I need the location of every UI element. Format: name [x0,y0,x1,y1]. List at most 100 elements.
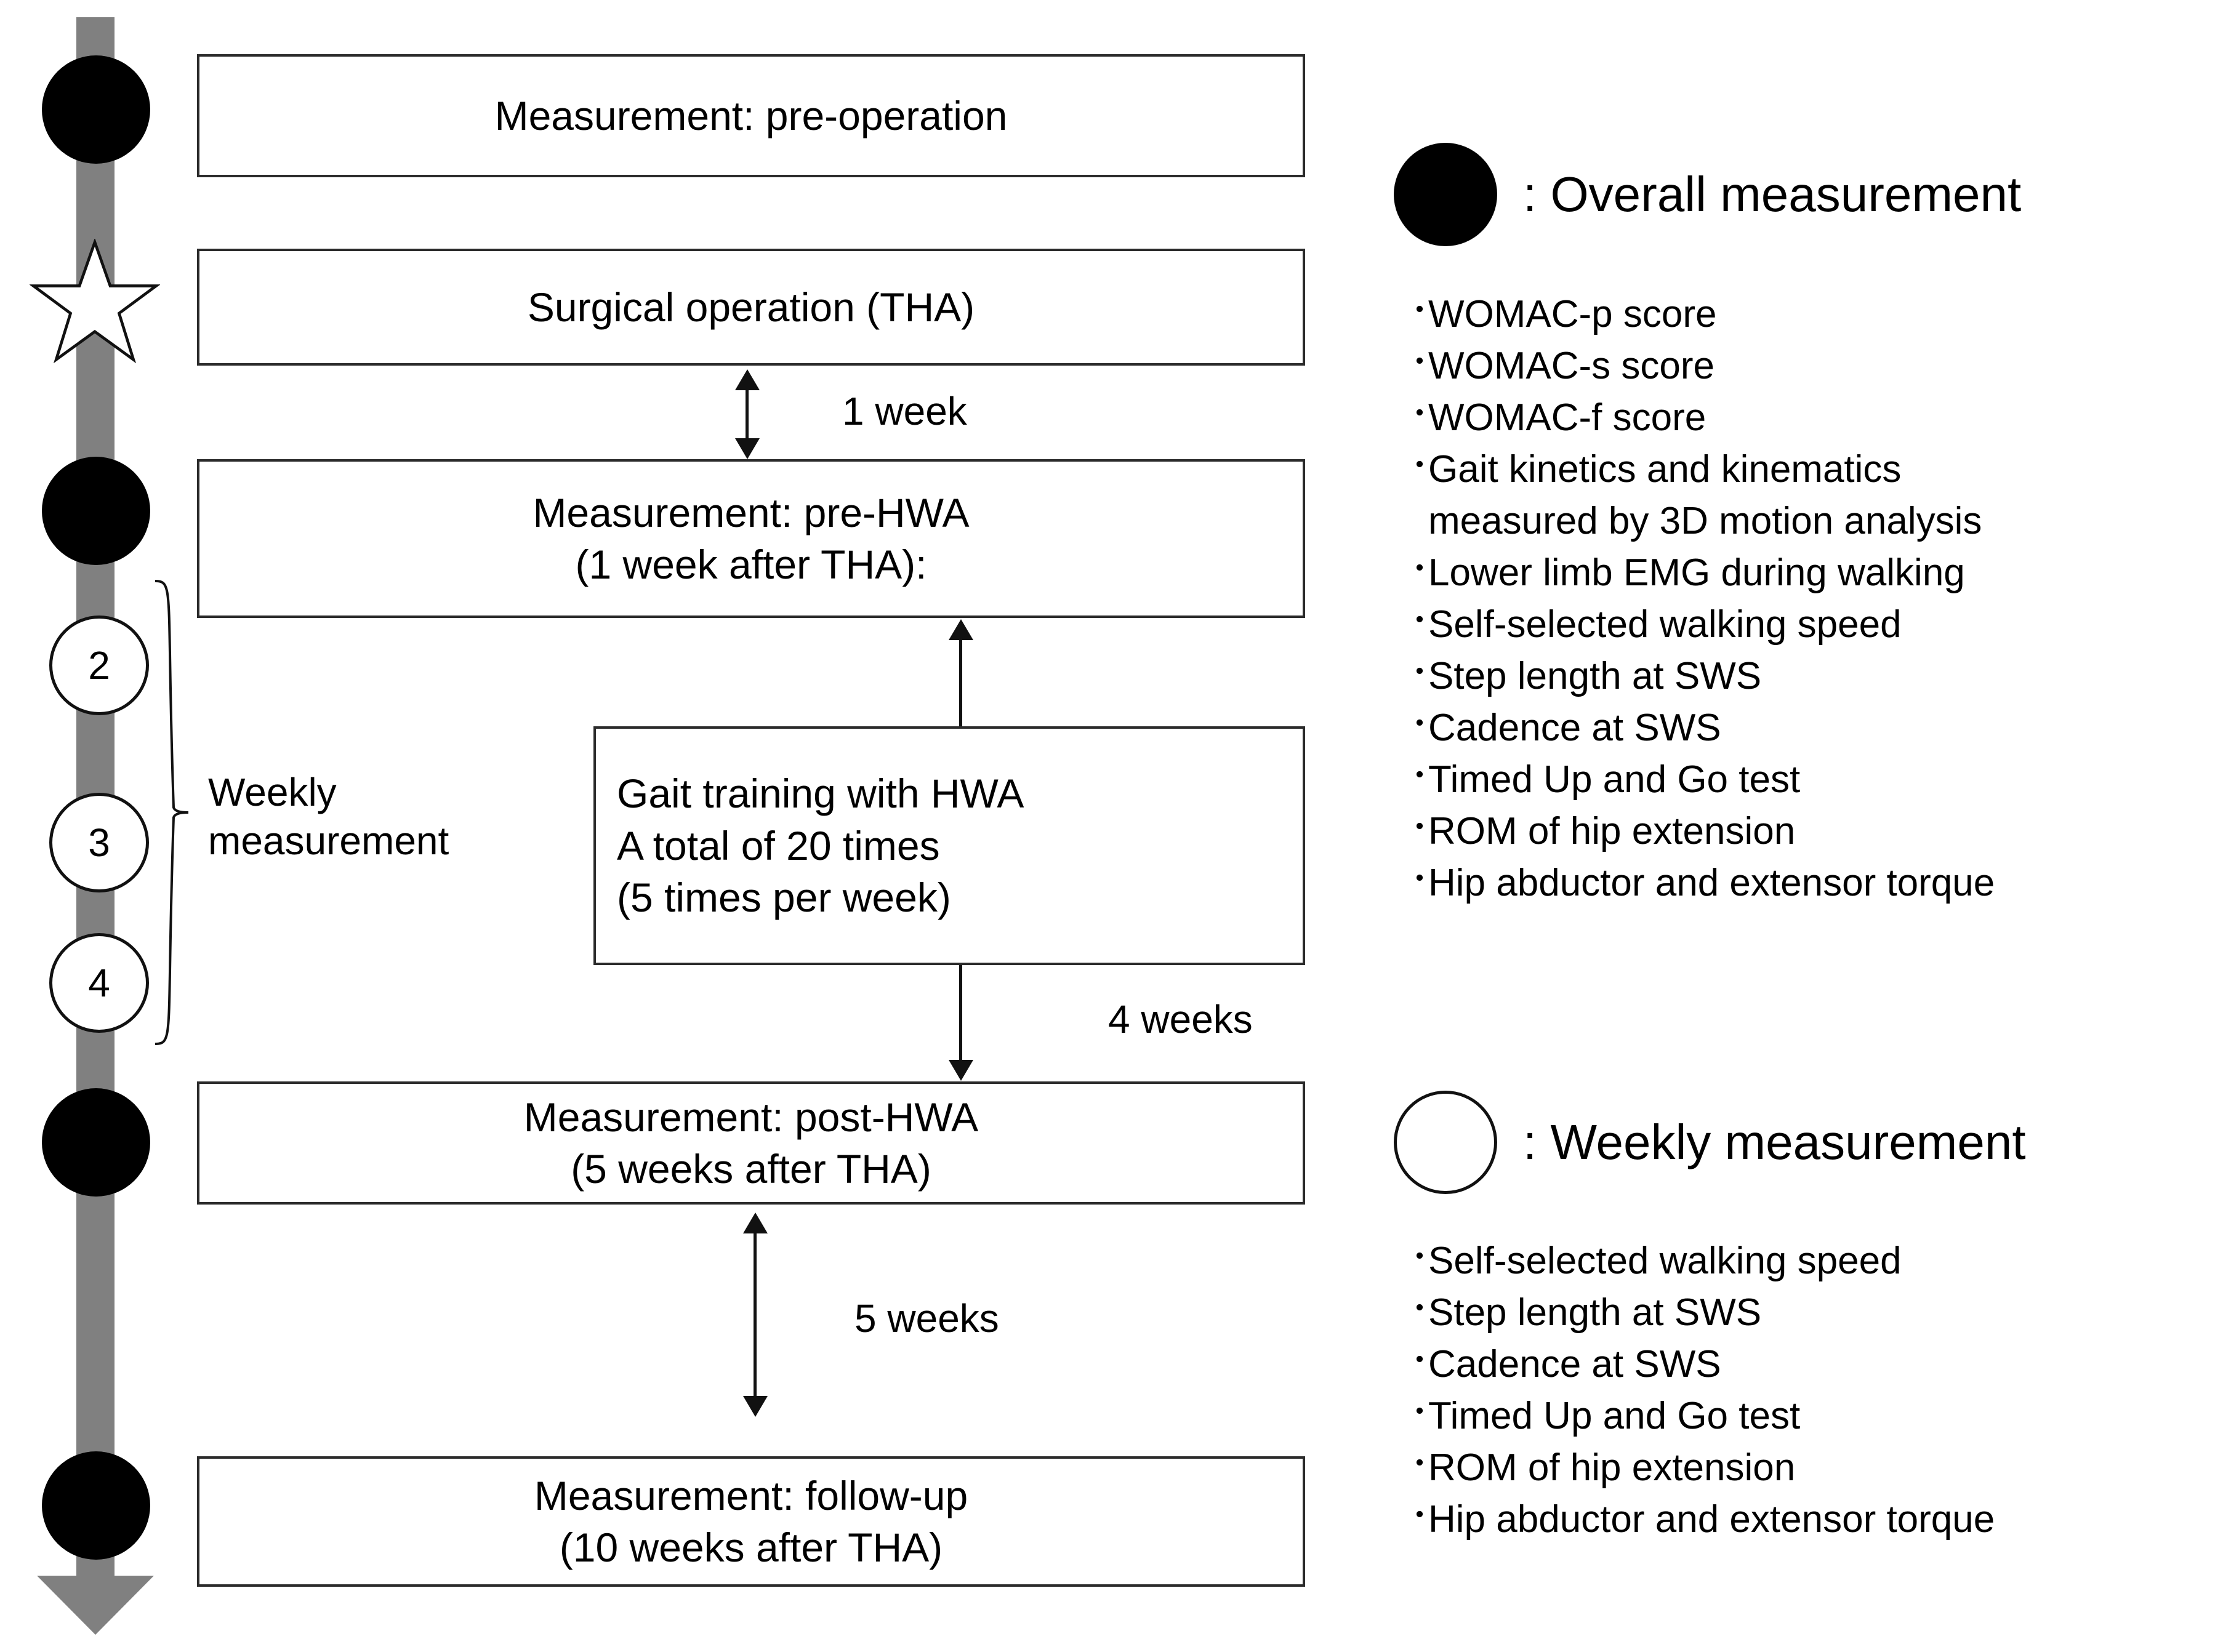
box-gait-training: Gait training with HWA A total of 20 tim… [593,726,1305,965]
legend-weekly-list: ・ Self-selected walking speed ・ Step len… [1405,1240,1995,1552]
box-gait-training-line3: (5 times per week) [617,875,951,921]
list-item: ・ Hip abductor and extensor torque [1405,1498,1995,1541]
timeline-node-weekly-2-label: 2 [88,643,110,688]
box-measurement-pre-hwa: Measurement: pre-HWA (1 week after THA): [197,459,1305,618]
legend-overall-item-6: Self-selected walking speed [1428,603,1902,646]
legend-overall-list: ・ WOMAC-p score ・ WOMAC-s score ・ WOMAC-… [1405,295,1995,916]
box-measurement-follow-up-line1: Measurement: follow-up [534,1472,968,1518]
one-week-label: 1 week [842,389,967,433]
legend-overall-item-11: Hip abductor and extensor torque [1428,862,1995,904]
legend-overall-filled-circle-icon [1394,143,1497,246]
list-item: ・ Hip abductor and extensor torque [1405,864,1995,902]
bullet-icon: ・ [1405,1499,1435,1532]
legend-overall-item-9: Timed Up and Go test [1428,758,1801,801]
four-weeks-arrow-head-icon [949,1060,973,1081]
list-item: ・ Gait kinetics and kinematics [1405,448,1995,491]
gait-training-to-pre-hwa-line [959,635,962,729]
bullet-icon: ・ [1405,604,1435,637]
legend-overall-item-7: Step length at SWS [1428,655,1762,697]
legend-weekly-open-circle-icon [1394,1091,1497,1194]
list-item: ・ Timed Up and Go test [1405,758,1995,801]
bullet-icon: ・ [1405,760,1435,792]
list-item: ・ Self-selected walking speed [1405,603,1995,646]
bullet-icon: ・ [1405,1448,1435,1480]
bullet-icon: ・ [1405,294,1435,327]
box-surgical-operation-line1: Surgical operation (THA) [527,284,975,330]
weekly-measurement-bracket-label: Weekly measurement [208,768,467,866]
bullet-icon: ・ [1405,449,1435,482]
five-weeks-connector-line [754,1229,757,1413]
list-item: ・ WOMAC-f score [1405,396,1995,439]
bullet-icon: ・ [1405,811,1435,844]
bullet-icon: ・ [1405,708,1435,740]
legend-overall-item-2: WOMAC-f score [1428,396,1706,439]
list-item: ・ Step length at SWS [1405,657,1995,696]
timeline-node-weekly-2: 2 [49,615,149,715]
five-weeks-label: 5 weeks [854,1296,999,1341]
bullet-icon: ・ [1405,656,1435,689]
box-gait-training-line1: Gait training with HWA [617,771,1024,817]
timeline-node-overall-follow-up [42,1451,150,1560]
legend-weekly-item-2: Cadence at SWS [1428,1343,1721,1385]
legend-weekly-item-0: Self-selected walking speed [1428,1240,1902,1282]
box-measurement-pre-operation-line1: Measurement: pre-operation [494,92,1008,138]
legend-weekly-item-4: ROM of hip extension [1428,1446,1796,1489]
legend-overall-item-4: measured by 3D motion analysis [1428,500,1982,542]
weekly-measurement-bracket-label-line2: measurement [208,819,449,864]
five-weeks-arrow-down-head-icon [743,1396,768,1417]
one-week-arrow-down-head-icon [735,438,760,459]
weekly-measurement-bracket-label-line1: Weekly [208,770,337,814]
box-measurement-pre-operation: Measurement: pre-operation [197,54,1305,177]
timeline-node-weekly-3: 3 [49,793,149,892]
list-item: ・ Cadence at SWS [1405,1345,1995,1384]
weekly-measurement-brace [150,579,193,1046]
timeline-arrowhead-icon [37,1576,154,1635]
bullet-icon: ・ [1405,346,1435,379]
legend-overall-item-10: ROM of hip extension [1428,810,1796,852]
legend-weekly-item-3: Timed Up and Go test [1428,1395,1801,1437]
list-item: ・ Timed Up and Go test [1405,1397,1995,1435]
list-item: ・ WOMAC-s score [1405,347,1995,385]
box-measurement-pre-hwa-line1: Measurement: pre-HWA [533,489,970,535]
box-surgical-operation: Surgical operation (THA) [197,249,1305,366]
legend-overall-title: : Overall measurement [1523,167,2022,222]
box-measurement-post-hwa-line1: Measurement: post-HWA [523,1094,979,1140]
timeline-node-overall-post-hwa [42,1088,150,1197]
timeline-node-weekly-3-label: 3 [88,820,110,865]
bullet-icon: ・ [1405,1241,1435,1273]
legend-weekly-title: : Weekly measurement [1523,1115,2026,1169]
legend-overall-item-8: Cadence at SWS [1428,707,1721,749]
legend-overall-header: : Overall measurement [1394,143,2021,246]
four-weeks-label: 4 weeks [1108,997,1253,1041]
timeline-node-surgery-star-icon [29,238,161,366]
list-item: ・ ROM of hip extension [1405,812,1995,851]
one-week-connector-line [746,385,749,455]
box-measurement-post-hwa-line2: (5 weeks after THA) [571,1146,931,1192]
legend-weekly-item-1: Step length at SWS [1428,1291,1762,1334]
list-item: measured by 3D motion analysis [1405,502,1995,540]
legend-weekly-item-5: Hip abductor and extensor torque [1428,1498,1995,1541]
box-measurement-follow-up-line2: (10 weeks after THA) [559,1525,943,1570]
list-item: ・ ROM of hip extension [1405,1446,1995,1489]
timeline-node-overall-pre-hwa [42,457,150,565]
list-item: ・ Cadence at SWS [1405,707,1995,749]
timeline-node-weekly-4-label: 4 [88,961,110,1005]
timeline-node-overall-pre-operation [42,55,150,164]
bullet-icon: ・ [1405,1396,1435,1429]
box-gait-training-line2: A total of 20 times [617,822,940,868]
legend-weekly-header: : Weekly measurement [1394,1091,2026,1194]
legend-overall-item-1: WOMAC-s score [1428,345,1714,387]
box-measurement-post-hwa: Measurement: post-HWA (5 weeks after THA… [197,1081,1305,1205]
legend-overall-item-3: Gait kinetics and kinematics [1428,448,1902,491]
bullet-icon: ・ [1405,863,1435,896]
bullet-icon: ・ [1405,398,1435,430]
bullet-icon: ・ [1405,1344,1435,1377]
legend-overall-item-0: WOMAC-p score [1428,293,1717,335]
bullet-icon: ・ [1405,553,1435,585]
list-item: ・ WOMAC-p score [1405,295,1995,334]
list-item: ・ Self-selected walking speed [1405,1240,1995,1282]
list-item: ・ Step length at SWS [1405,1291,1995,1334]
bullet-icon: ・ [1405,1293,1435,1325]
list-item: ・ Lower limb EMG during walking [1405,553,1995,592]
box-measurement-pre-hwa-line2: (1 week after THA): [575,542,927,587]
